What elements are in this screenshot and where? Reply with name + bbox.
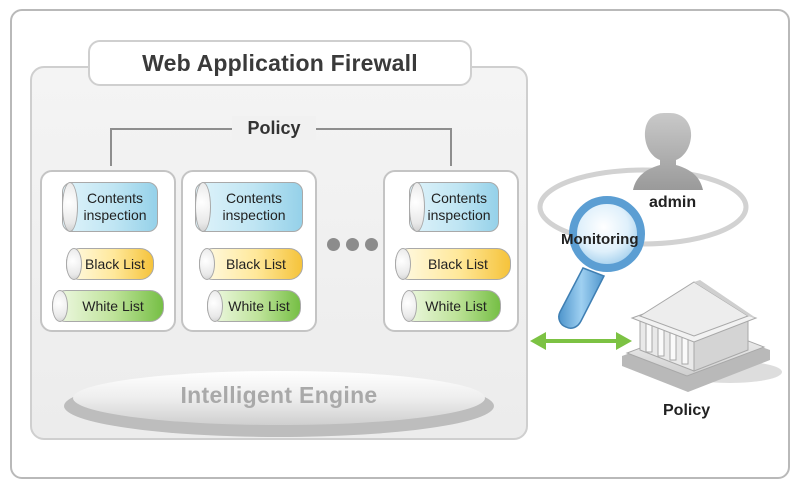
contents-inspection-label: Contents inspection — [427, 190, 491, 223]
waf-title: Web Application Firewall — [88, 40, 472, 86]
admin-label: admin — [649, 194, 697, 211]
magnifier-icon — [558, 196, 645, 329]
white-list-pill: White List — [207, 290, 301, 322]
white-list-pill: White List — [52, 290, 164, 322]
policy-module-2: Contents inspection Black List White Lis… — [181, 170, 317, 332]
policy-module-3: Contents inspection Black List White Lis… — [383, 170, 519, 332]
white-list-label: White List — [82, 297, 144, 314]
more-modules-ellipsis — [327, 238, 379, 252]
double-arrow-icon — [530, 332, 632, 350]
intelligent-engine-label: Intelligent Engine — [180, 382, 378, 408]
contents-inspection-pill: Contents inspection — [62, 182, 158, 232]
waf-policy-label: Policy — [232, 116, 316, 140]
white-list-pill: White List — [401, 290, 501, 322]
policy-module-1: Contents inspection Black List White Lis… — [40, 170, 176, 332]
monitoring-label: Monitoring — [561, 231, 639, 248]
ellipsis-dot — [346, 238, 359, 251]
intelligent-engine-disc — [64, 371, 494, 437]
ellipsis-dot — [327, 238, 340, 251]
black-list-pill: Black List — [66, 248, 154, 280]
black-list-pill: Black List — [395, 248, 511, 280]
policy-server-label: Policy — [663, 402, 711, 419]
white-list-label: White List — [228, 297, 290, 314]
contents-inspection-label: Contents inspection — [83, 190, 147, 223]
ellipsis-dot — [365, 238, 378, 251]
black-list-label: Black List — [85, 255, 145, 272]
black-list-label: Black List — [226, 255, 286, 272]
admin-person-icon — [633, 113, 703, 190]
white-list-label: White List — [425, 297, 487, 314]
building-icon — [622, 280, 782, 392]
contents-inspection-pill: Contents inspection — [409, 182, 499, 232]
contents-inspection-pill: Contents inspection — [195, 182, 303, 232]
black-list-pill: Black List — [199, 248, 303, 280]
black-list-label: Black List — [428, 255, 488, 272]
contents-inspection-label: Contents inspection — [222, 190, 286, 223]
